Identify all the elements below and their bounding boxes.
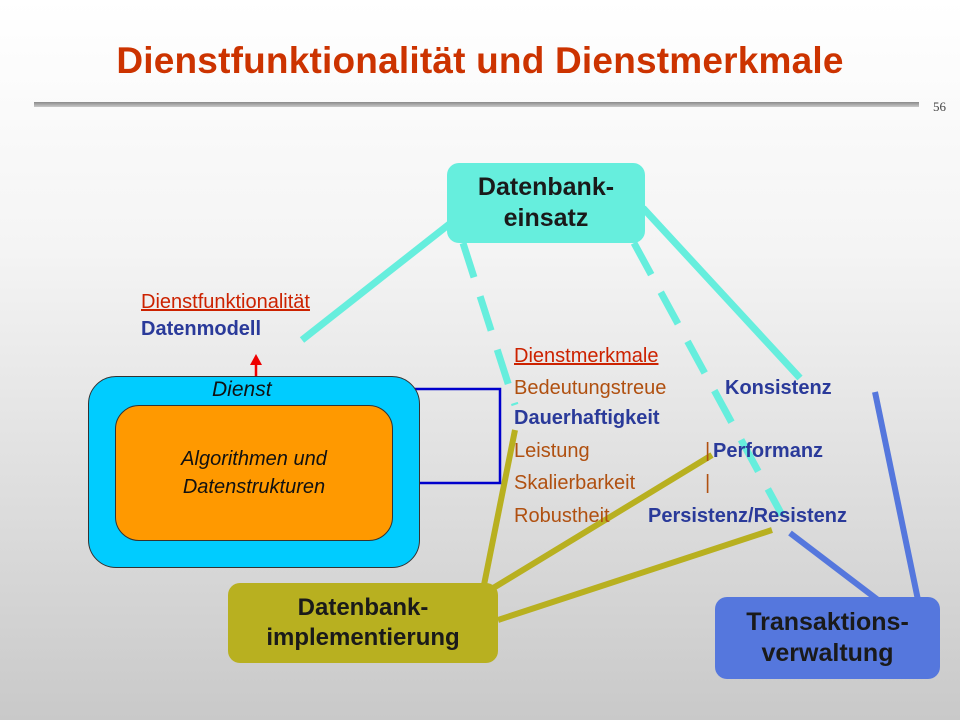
- red-arrow-head: [250, 354, 262, 365]
- line-einsatz-dauerhaftigkeit: [459, 241, 519, 407]
- node-einsatz-line1: Datenbank-: [477, 172, 615, 201]
- node-impl-line2: implementierung: [266, 624, 460, 651]
- slide-title: Dienstfunktionalität und Dienstmerkmale: [116, 40, 844, 81]
- node-trans-line1: Transaktions-: [746, 607, 909, 636]
- line-trans-persistenz: [788, 530, 880, 603]
- node-datenbankimplementierung: Datenbank-implementierung: [228, 583, 498, 663]
- service-label: Dienst: [212, 378, 272, 401]
- node-einsatz-line2: einsatz: [503, 204, 589, 232]
- line-trans-konsistenz: [872, 391, 921, 601]
- merkmal-left-bedeutungstreue: Bedeutungstreue: [514, 377, 667, 399]
- line-impl-performanz: [488, 452, 714, 593]
- merkmal-left-leistung: Leistung: [514, 440, 590, 462]
- service-inner-line2: Datenstrukturen: [182, 476, 326, 498]
- funktionalitaet-item: Datenmodell: [141, 318, 262, 340]
- merkmal-separator-leistung: |: [705, 440, 711, 462]
- service-inner-line1: Algorithmen und: [181, 448, 327, 470]
- line-impl-leistung: [481, 429, 518, 586]
- merkmale-heading: Dienstmerkmale: [514, 345, 659, 367]
- line-einsatz-funktionalitaet: [299, 219, 455, 343]
- line-einsatz-konsistenz: [640, 205, 803, 381]
- title-divider: [34, 102, 919, 107]
- line-impl-robustheit: [497, 527, 773, 623]
- merkmal-right-performanz: Performanz: [713, 440, 824, 462]
- line-einsatz-persistenz: [630, 241, 786, 517]
- node-impl-line1: Datenbank-: [297, 594, 429, 621]
- merkmal-right-persistenz: Persistenz/Resistenz: [648, 505, 847, 527]
- merkmal-right-dauerhaftigkeit: Dauerhaftigkeit: [514, 407, 660, 429]
- funktionalitaet-heading: Dienstfunktionalität: [141, 291, 310, 313]
- merkmal-left-robustheit: Robustheit: [514, 505, 610, 527]
- merkmal-left-skalierbarkeit: Skalierbarkeit: [514, 472, 636, 494]
- node-trans-line2: verwaltung: [761, 639, 894, 667]
- merkmal-right-konsistenz: Konsistenz: [725, 377, 832, 399]
- node-transaktionsverwaltung: Transaktions-verwaltung: [715, 597, 940, 679]
- node-datenbankeinsatz: Datenbank-einsatz: [447, 163, 645, 243]
- page-number: 56: [933, 99, 946, 114]
- merkmal-separator-skalierbarkeit: |: [705, 472, 711, 494]
